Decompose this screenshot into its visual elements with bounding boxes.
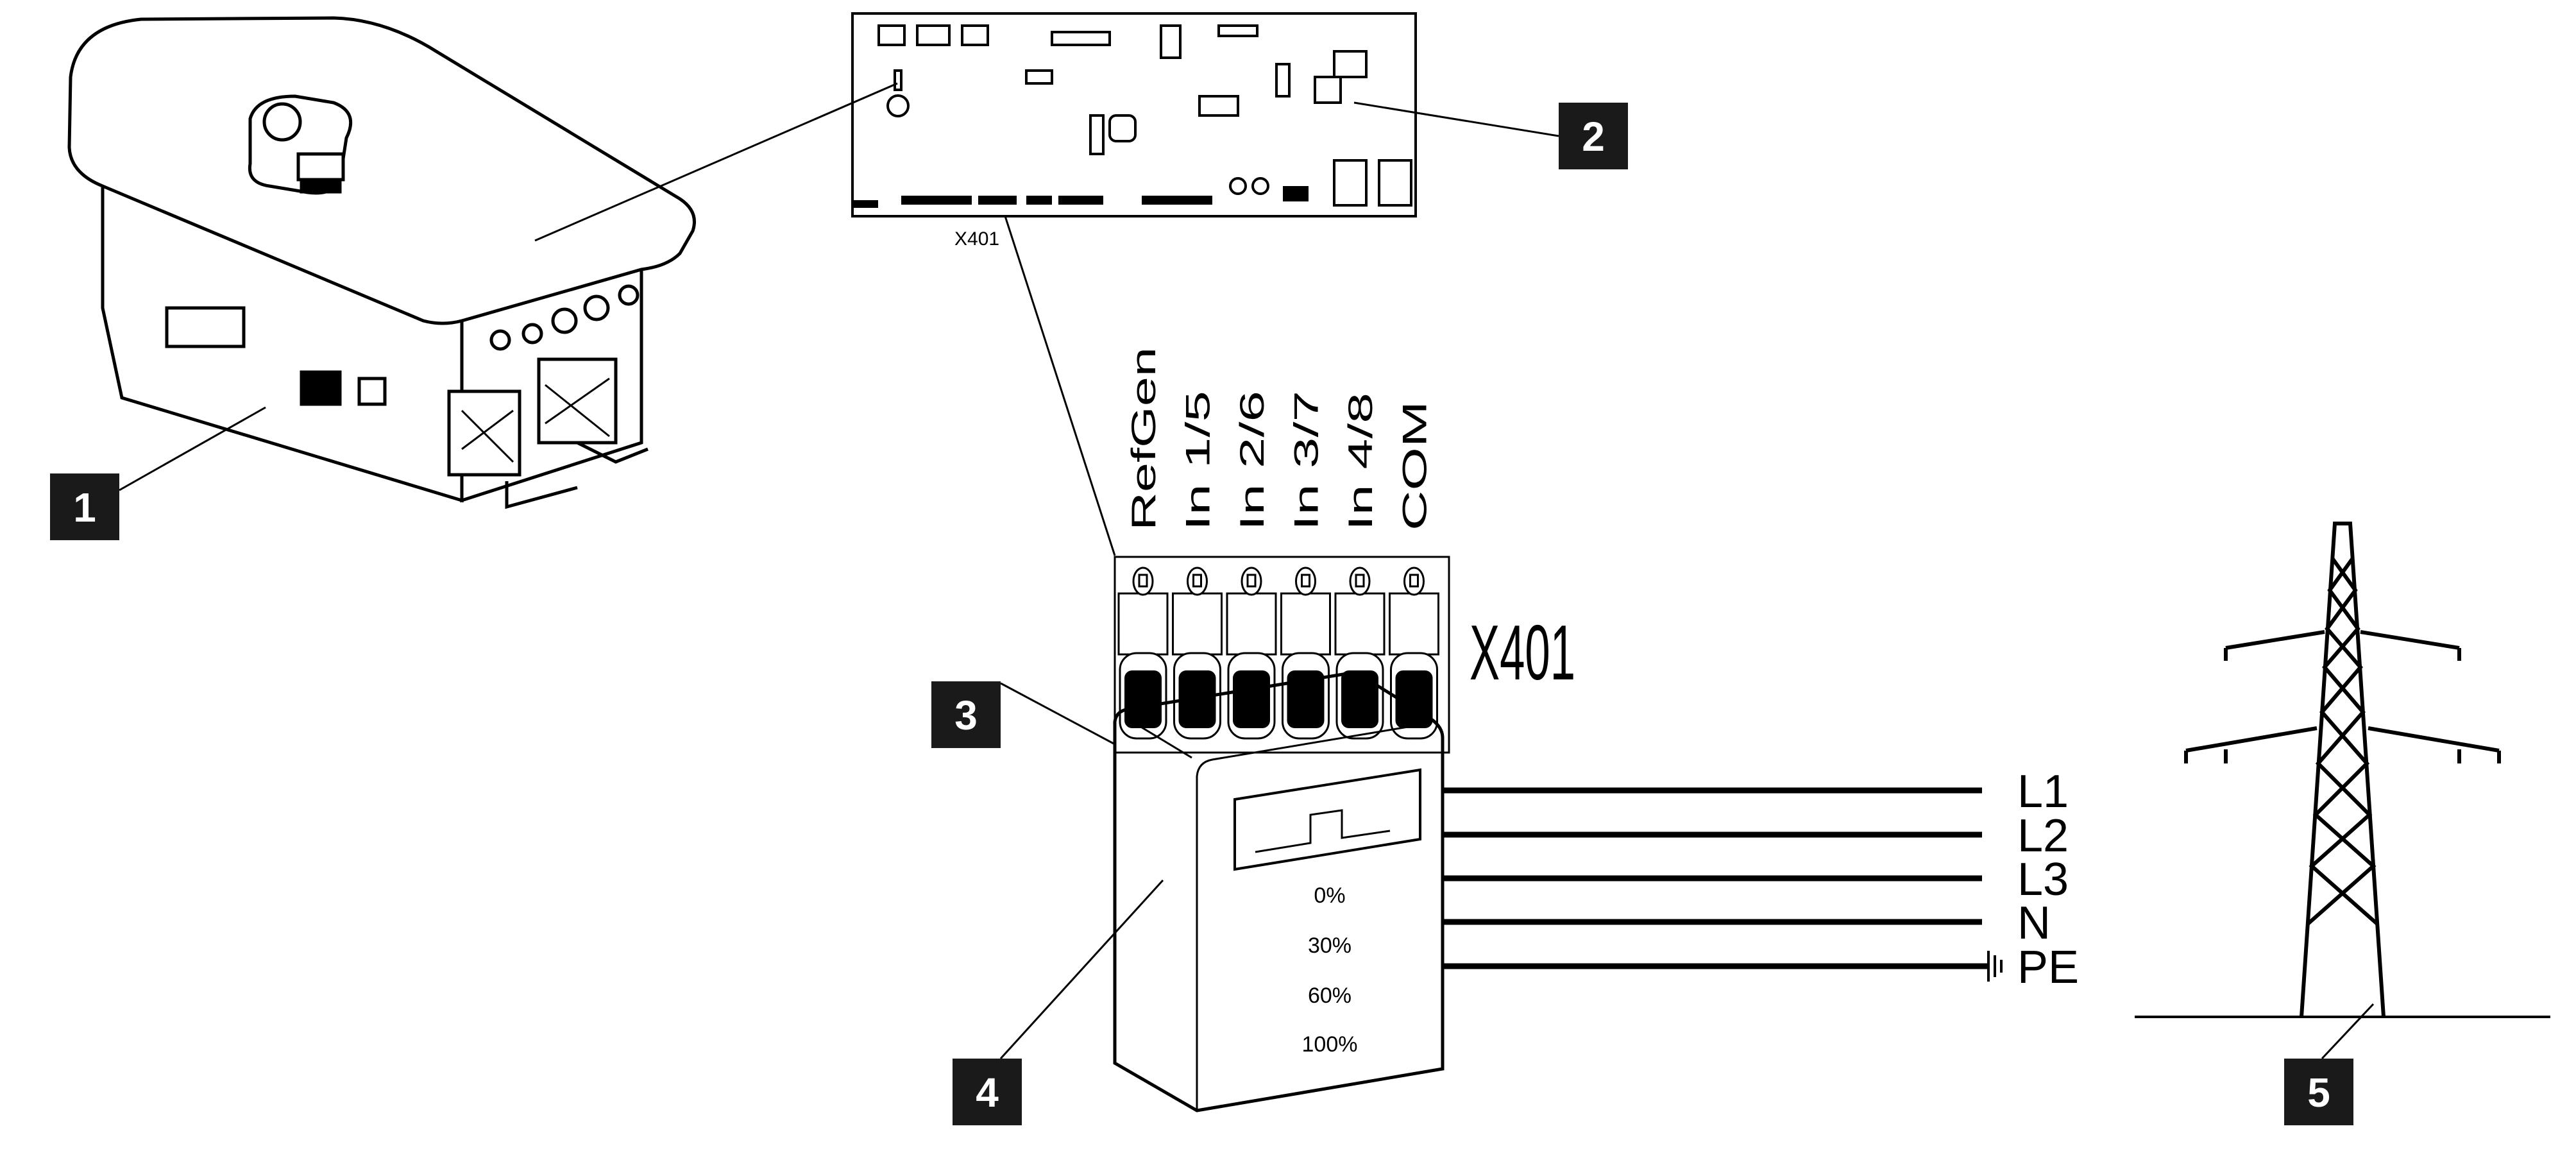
terminal-block-label: X401 (1470, 609, 1575, 696)
callout-badge-1: 1 (50, 473, 119, 540)
grid-conductor-label: L3 (2017, 854, 2069, 905)
callout-badge-2: 2 (1559, 103, 1628, 169)
terminal-pin (1280, 566, 1331, 740)
svg-text:2: 2 (1582, 114, 1605, 160)
receiver-level-label: 100% (1302, 1032, 1358, 1057)
receiver-level-label: 30% (1308, 933, 1352, 958)
terminal-pin-label: In 4/8 (1342, 393, 1380, 531)
grid-conductor-label: PE (2017, 942, 2079, 993)
svg-text:3: 3 (954, 692, 978, 738)
grid-conductor-label: L2 (2017, 810, 2069, 862)
terminal-pin (1117, 566, 1169, 740)
leader-lines (119, 82, 2375, 1060)
terminal-pin (1334, 566, 1385, 740)
receiver-level-label: 0% (1314, 883, 1345, 908)
svg-text:4: 4 (976, 1069, 999, 1116)
svg-text:1: 1 (73, 484, 96, 531)
earth-ground-icon (1987, 951, 2003, 982)
receiver-level-label: 60% (1308, 984, 1352, 1008)
power-pylon-illustration (2184, 522, 2501, 1018)
inverter-illustration (67, 16, 696, 509)
grid-conductor-label: L1 (2017, 766, 2069, 817)
pcb-connector-label: X401 (954, 228, 999, 250)
terminal-pin-label: In 1/5 (1180, 391, 1217, 531)
terminal-block-x401 (1114, 556, 1450, 754)
grid-conductor-label: N (2017, 898, 2051, 949)
terminal-pin (1226, 566, 1277, 740)
terminal-pin-label: RefGen (1125, 347, 1163, 531)
callout-badge-3: 3 (931, 681, 1001, 748)
terminal-pin (1172, 566, 1223, 740)
control-board-illustration (851, 12, 1417, 217)
callout-badge-4: 4 (953, 1059, 1022, 1125)
callout-badge-5: 5 (2284, 1059, 2353, 1125)
terminal-pin-label: In 3/7 (1288, 391, 1326, 531)
ripple-control-receiver (1113, 672, 1445, 1112)
terminal-pin-label: In 2/6 (1233, 391, 1271, 531)
terminal-pin-label: COM (1396, 401, 1434, 531)
svg-text:5: 5 (2307, 1069, 2330, 1116)
terminal-pin (1389, 566, 1439, 740)
